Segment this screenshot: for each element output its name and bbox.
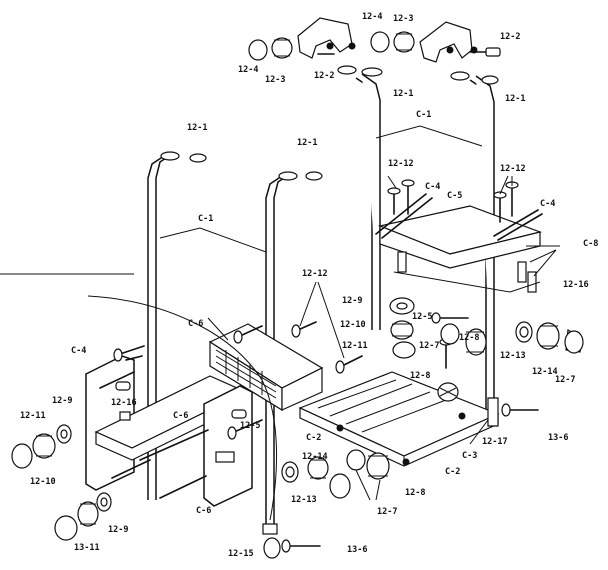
part-label-c-4: C-4 <box>540 199 555 209</box>
part-label-12-1: 12-1 <box>297 138 317 148</box>
part-label-12-5: 12-5 <box>412 312 432 322</box>
part-label-12-14: 12-14 <box>532 367 558 377</box>
part-label-c-1: C-1 <box>416 110 431 120</box>
part-label-12-1: 12-1 <box>187 123 207 133</box>
part-label-12-3: 12-3 <box>393 14 413 24</box>
base-frame <box>298 371 500 467</box>
part-label-12-12: 12-12 <box>500 164 526 174</box>
part-label-12-12: 12-12 <box>302 269 328 279</box>
part-label-c-2: C-2 <box>306 433 321 443</box>
part-label-12-11: 12-11 <box>342 341 368 351</box>
part-label-12-12: 12-12 <box>388 159 414 169</box>
part-label-12-1: 12-1 <box>393 89 413 99</box>
part-label-12-16: 12-16 <box>111 398 137 408</box>
part-label-13-6: 13-6 <box>548 433 568 443</box>
part-label-c-8: C-8 <box>583 239 598 249</box>
part-label-c-6: C-6 <box>173 411 188 421</box>
part-label-12-7: 12-7 <box>555 375 575 385</box>
part-label-c-2: C-2 <box>445 467 460 477</box>
part-label-c-4: C-4 <box>425 182 440 192</box>
part-label-12-14: 12-14 <box>302 452 328 462</box>
part-label-12-5: 12-5 <box>240 421 260 431</box>
part-label-12-16: 12-16 <box>563 280 589 290</box>
part-label-12-9: 12-9 <box>52 396 72 406</box>
part-label-12-13: 12-13 <box>291 495 317 505</box>
part-label-12-9: 12-9 <box>108 525 128 535</box>
leader-lines <box>159 125 560 501</box>
part-label-12-10: 12-10 <box>340 320 366 330</box>
part-label-12-17: 12-17 <box>482 437 508 447</box>
left-side-frame <box>85 355 253 507</box>
part-label-c-6: C-6 <box>196 506 211 516</box>
part-label-12-4: 12-4 <box>238 65 258 75</box>
part-label-c-5: C-5 <box>447 191 462 201</box>
part-label-12-4: 12-4 <box>362 12 382 22</box>
part-label-c-6: C-6 <box>188 319 203 329</box>
cord <box>87 295 278 521</box>
part-label-13-11: 13-11 <box>74 543 100 553</box>
part-label-12-13: 12-13 <box>500 351 526 361</box>
wheel-assemblies <box>11 297 584 541</box>
part-label-12-8: 12-8 <box>405 488 425 498</box>
part-label-13-6: 13-6 <box>347 545 367 555</box>
part-label-12-7: 12-7 <box>377 507 397 517</box>
part-label-12-2: 12-2 <box>500 32 520 42</box>
part-label-12-8: 12-8 <box>459 333 479 343</box>
part-label-c-3: C-3 <box>462 451 477 461</box>
front-frame-uprights <box>147 151 323 559</box>
part-label-c-4: C-4 <box>71 346 86 356</box>
part-label-12-9: 12-9 <box>342 296 362 306</box>
part-labels: 12-4 12-3 12-2 12-4 12-3 12-2 12-1 12-1 12-1 12-1… <box>20 12 598 559</box>
part-label-12-3: 12-3 <box>265 75 285 85</box>
part-label-12-1: 12-1 <box>505 94 525 104</box>
part-label-12-7: 12-7 <box>419 341 439 351</box>
part-label-12-8: 12-8 <box>410 371 430 381</box>
part-label-12-11: 12-11 <box>20 411 46 421</box>
top-brackets <box>248 17 501 63</box>
upper-platform <box>375 193 543 293</box>
part-label-12-10: 12-10 <box>30 477 56 487</box>
part-label-12-15: 12-15 <box>228 549 254 559</box>
upper-frame-uprights <box>337 65 499 420</box>
part-label-12-2: 12-2 <box>314 71 334 81</box>
part-label-c-1: C-1 <box>198 214 213 224</box>
